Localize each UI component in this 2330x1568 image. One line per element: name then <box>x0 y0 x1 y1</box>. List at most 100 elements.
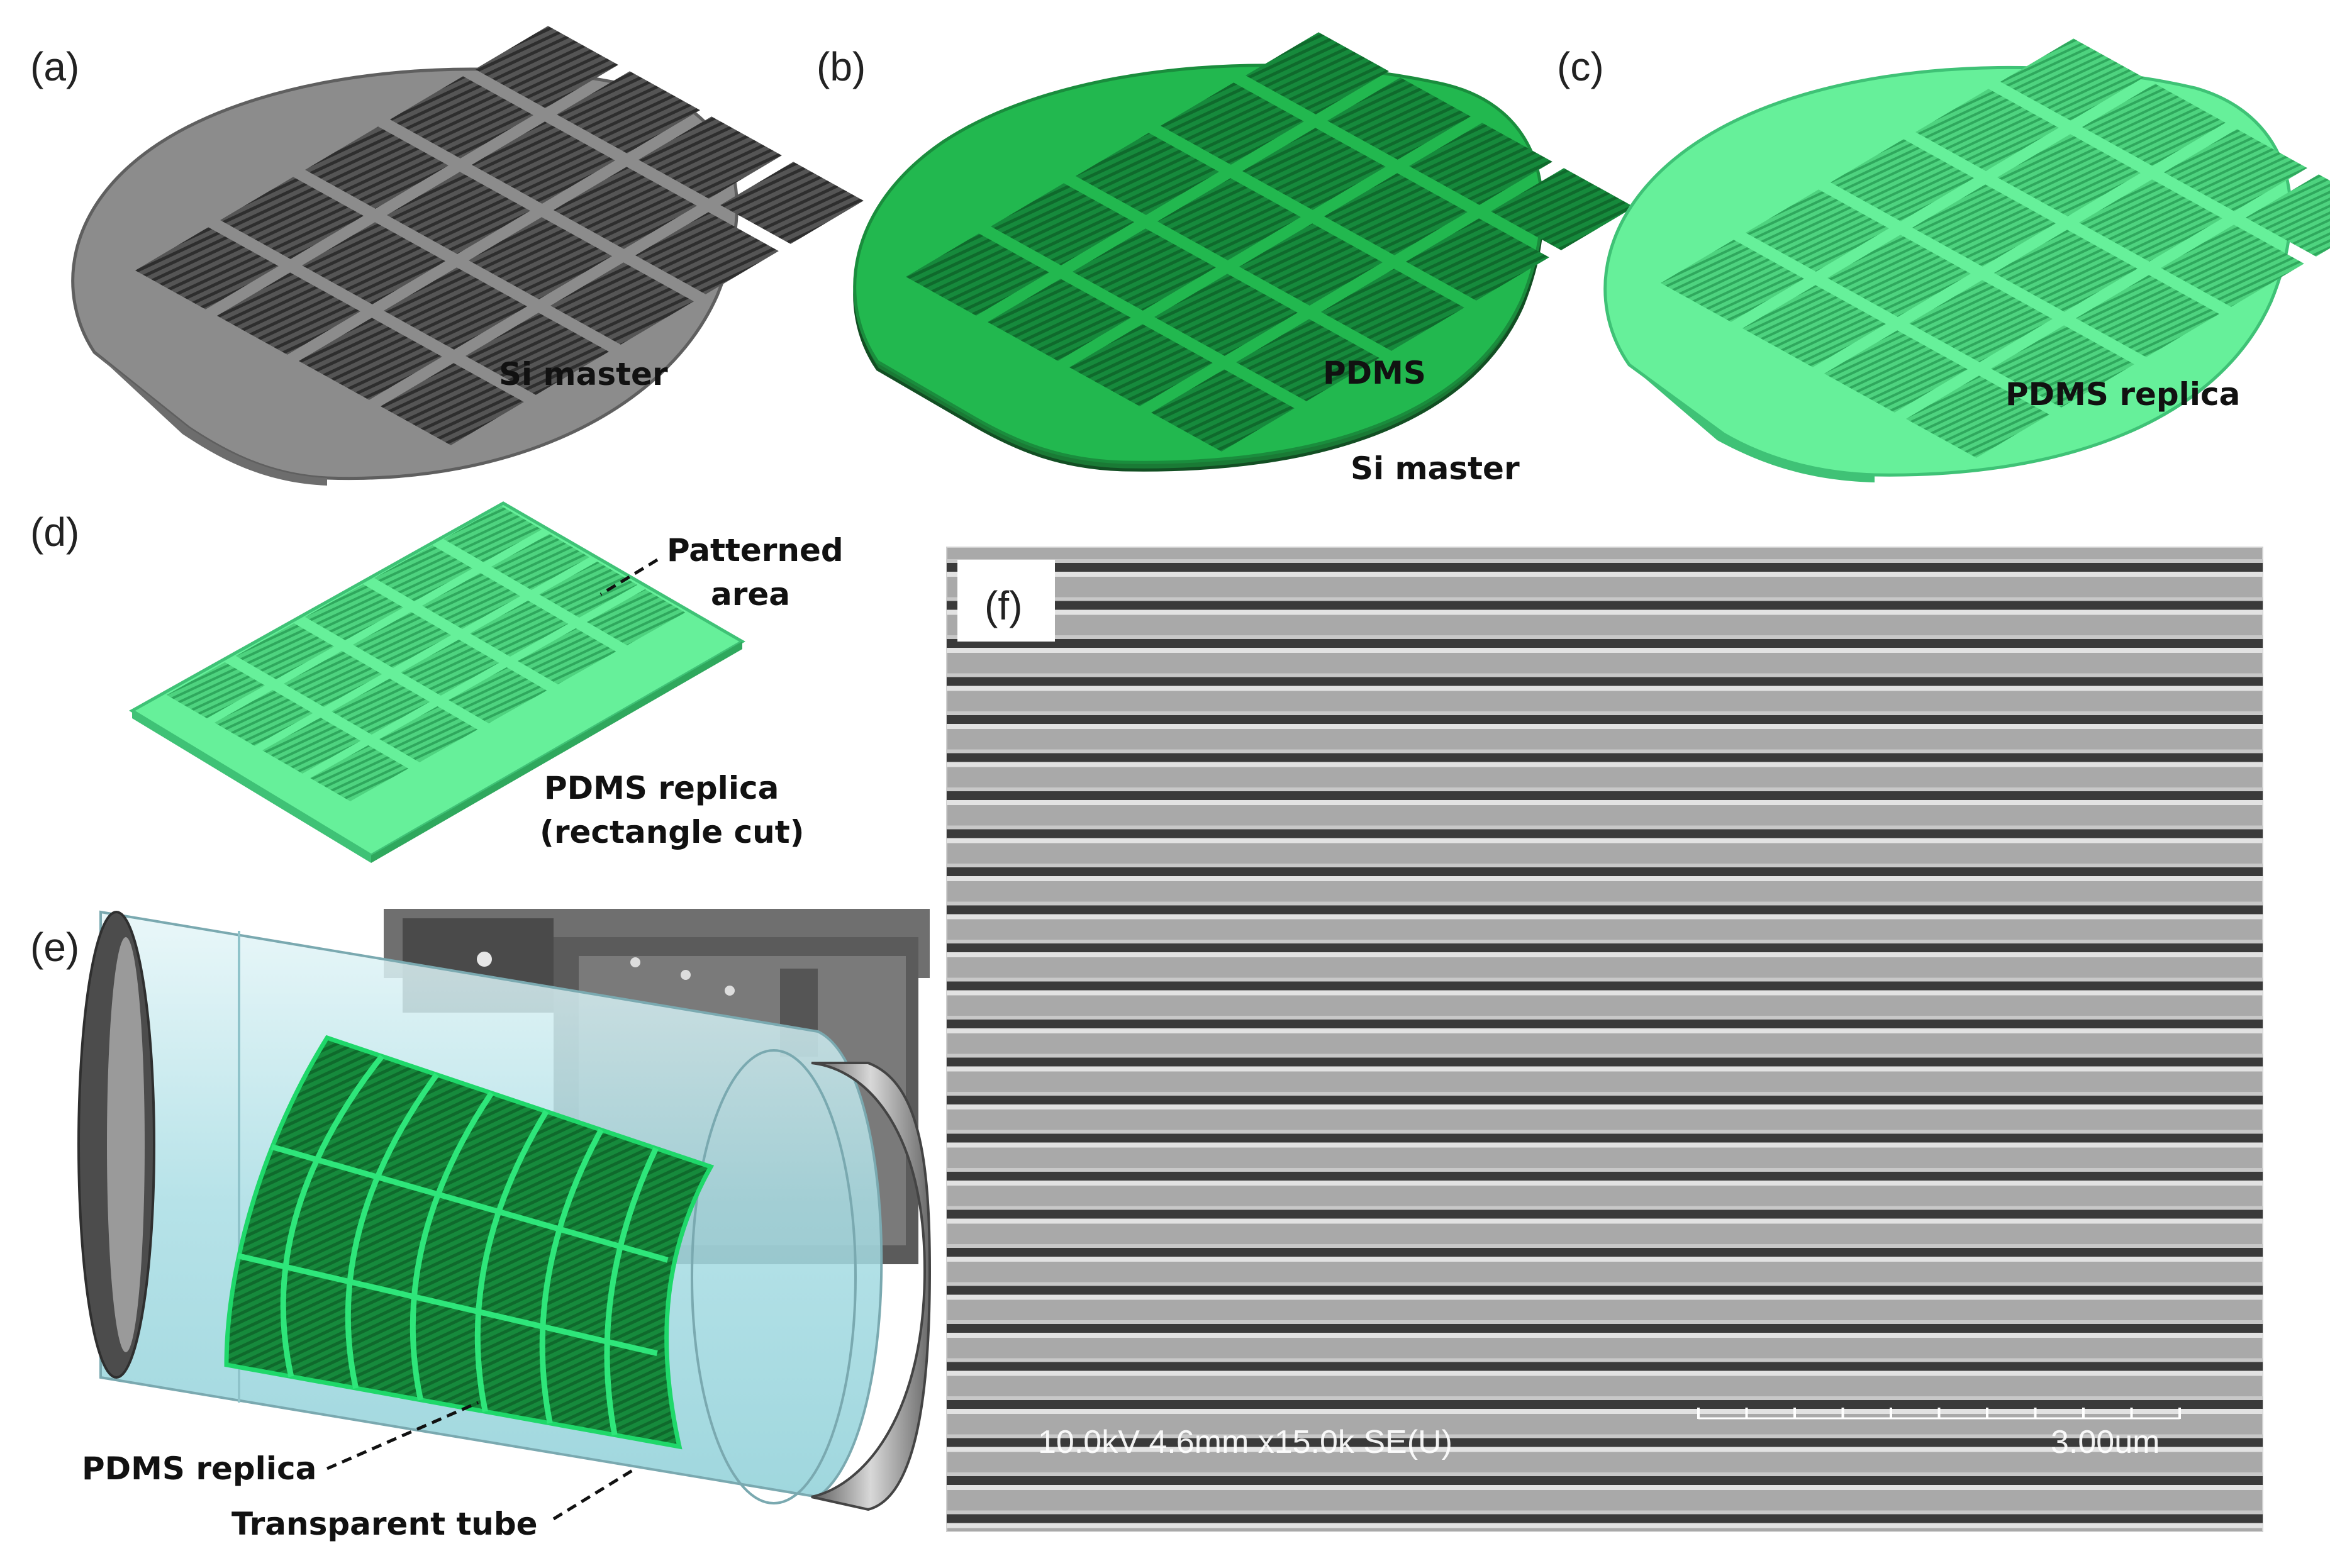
grating-edge <box>947 787 2263 791</box>
pattern-patch <box>284 650 382 707</box>
scale-bar <box>1697 1408 2181 1420</box>
grating-edge <box>947 800 2263 805</box>
grating-edge <box>947 1092 2263 1096</box>
grating-trench <box>947 1133 2263 1143</box>
panel-d-caption-line1: PDMS replica <box>544 770 779 806</box>
grating-edge <box>947 1218 2263 1224</box>
callout-line-patterned <box>599 558 659 596</box>
grating-edge <box>947 1294 2263 1300</box>
grating-trench <box>947 1476 2263 1485</box>
pattern-patch <box>1073 228 1216 311</box>
pattern-patch <box>305 584 404 640</box>
grating-edge <box>947 825 2263 830</box>
grating-trench <box>947 1400 2263 1409</box>
grating-edge <box>947 1028 2263 1033</box>
pattern-patch <box>1661 240 1804 322</box>
pattern-patch <box>387 172 530 254</box>
pattern-grid-b <box>906 32 1634 452</box>
panel-a: (a) Si master <box>30 26 864 486</box>
pattern-patch <box>1157 178 1301 260</box>
pattern-patch <box>332 678 430 735</box>
pattern-patch <box>638 116 782 199</box>
grating-edge <box>947 724 2263 729</box>
pattern-patch <box>1161 82 1304 165</box>
pattern-patch <box>1154 274 1298 356</box>
grating-edge <box>947 977 2263 982</box>
panel-b-caption-top: PDMS <box>1323 355 1426 391</box>
grating-edge <box>947 838 2263 843</box>
callout-line-tube <box>552 1467 637 1521</box>
grating-edge <box>947 1168 2263 1172</box>
pattern-patch <box>135 227 279 309</box>
grating-edge <box>947 711 2263 715</box>
pattern-patch <box>2076 275 2219 357</box>
panel-f-label-box <box>957 560 1055 642</box>
pattern-patch <box>1909 280 2053 362</box>
panel-c-label: (c) <box>1557 44 1604 89</box>
sem-grating-lines <box>947 559 2263 1528</box>
tube-right-ring <box>811 1062 932 1511</box>
grating-trench <box>947 867 2263 876</box>
grating-trench <box>947 1248 2263 1257</box>
panel-d-callout-line2: area <box>711 576 790 613</box>
panel-d-label: (d) <box>30 509 79 555</box>
grating-edge <box>947 1523 2263 1528</box>
grating-edge <box>947 1320 2263 1324</box>
pattern-patch <box>262 717 361 774</box>
grating-trench <box>947 563 2263 572</box>
pattern-grid-c <box>1661 38 2330 458</box>
grating-edge <box>947 609 2263 615</box>
pattern-patch <box>422 572 521 629</box>
grating-edge <box>947 1181 2263 1186</box>
pattern-patch <box>449 667 547 723</box>
panel-e-callout-tube: Transparent tube <box>231 1506 538 1542</box>
pattern-patch <box>1076 133 1219 215</box>
pattern-patch <box>1321 269 1464 351</box>
pattern-patch <box>2246 174 2330 257</box>
replica-cell-border <box>270 1144 669 1263</box>
pattern-patch <box>443 506 542 562</box>
grating-edge <box>947 1206 2263 1210</box>
pattern-patch <box>465 313 609 395</box>
pattern-patch <box>587 589 686 645</box>
pattern-patch <box>381 363 524 445</box>
grating-edge <box>947 901 2263 906</box>
grating-trench <box>947 1020 2263 1028</box>
replica-cell-border <box>539 1128 604 1424</box>
pattern-patch <box>1912 184 2056 267</box>
pattern-patch <box>236 623 335 679</box>
pattern-patch <box>1994 230 2138 312</box>
grating-edge <box>947 1244 2263 1248</box>
pattern-patch <box>906 233 1049 316</box>
grating-edge <box>947 1142 2263 1148</box>
grating-edge <box>947 1485 2263 1490</box>
pattern-patch <box>470 600 569 657</box>
grating-trench <box>947 829 2263 838</box>
pattern-patch <box>1327 77 1471 160</box>
grating-trench <box>947 639 2263 648</box>
grating-edge <box>947 1066 2263 1072</box>
pattern-patch <box>518 628 616 684</box>
grating-trench <box>947 601 2263 610</box>
sem-info-text: 10.0kV 4.6mm x15.0k SE(U) <box>1038 1424 1452 1460</box>
pattern-patch <box>1409 123 1552 205</box>
pattern-patch <box>390 76 533 158</box>
grating-trench <box>947 905 2263 915</box>
pattern-patch <box>215 689 313 746</box>
pattern-patch <box>401 639 499 696</box>
pattern-patch <box>720 162 864 244</box>
pattern-patch <box>1406 218 1549 301</box>
grating-edge <box>947 1358 2263 1362</box>
pattern-patch <box>220 177 364 259</box>
pattern-patch <box>302 222 445 304</box>
pattern-patch <box>305 126 449 209</box>
grating-trench <box>947 1438 2263 1447</box>
pattern-grid-a <box>135 26 864 445</box>
grating-edge <box>947 952 2263 957</box>
replica-cell-border <box>474 1109 549 1413</box>
pattern-patch <box>1827 235 1971 317</box>
grating-edge <box>947 1510 2263 1515</box>
pattern-patch <box>310 745 409 801</box>
pattern-patch <box>299 318 442 400</box>
grating-trench <box>947 1286 2263 1295</box>
